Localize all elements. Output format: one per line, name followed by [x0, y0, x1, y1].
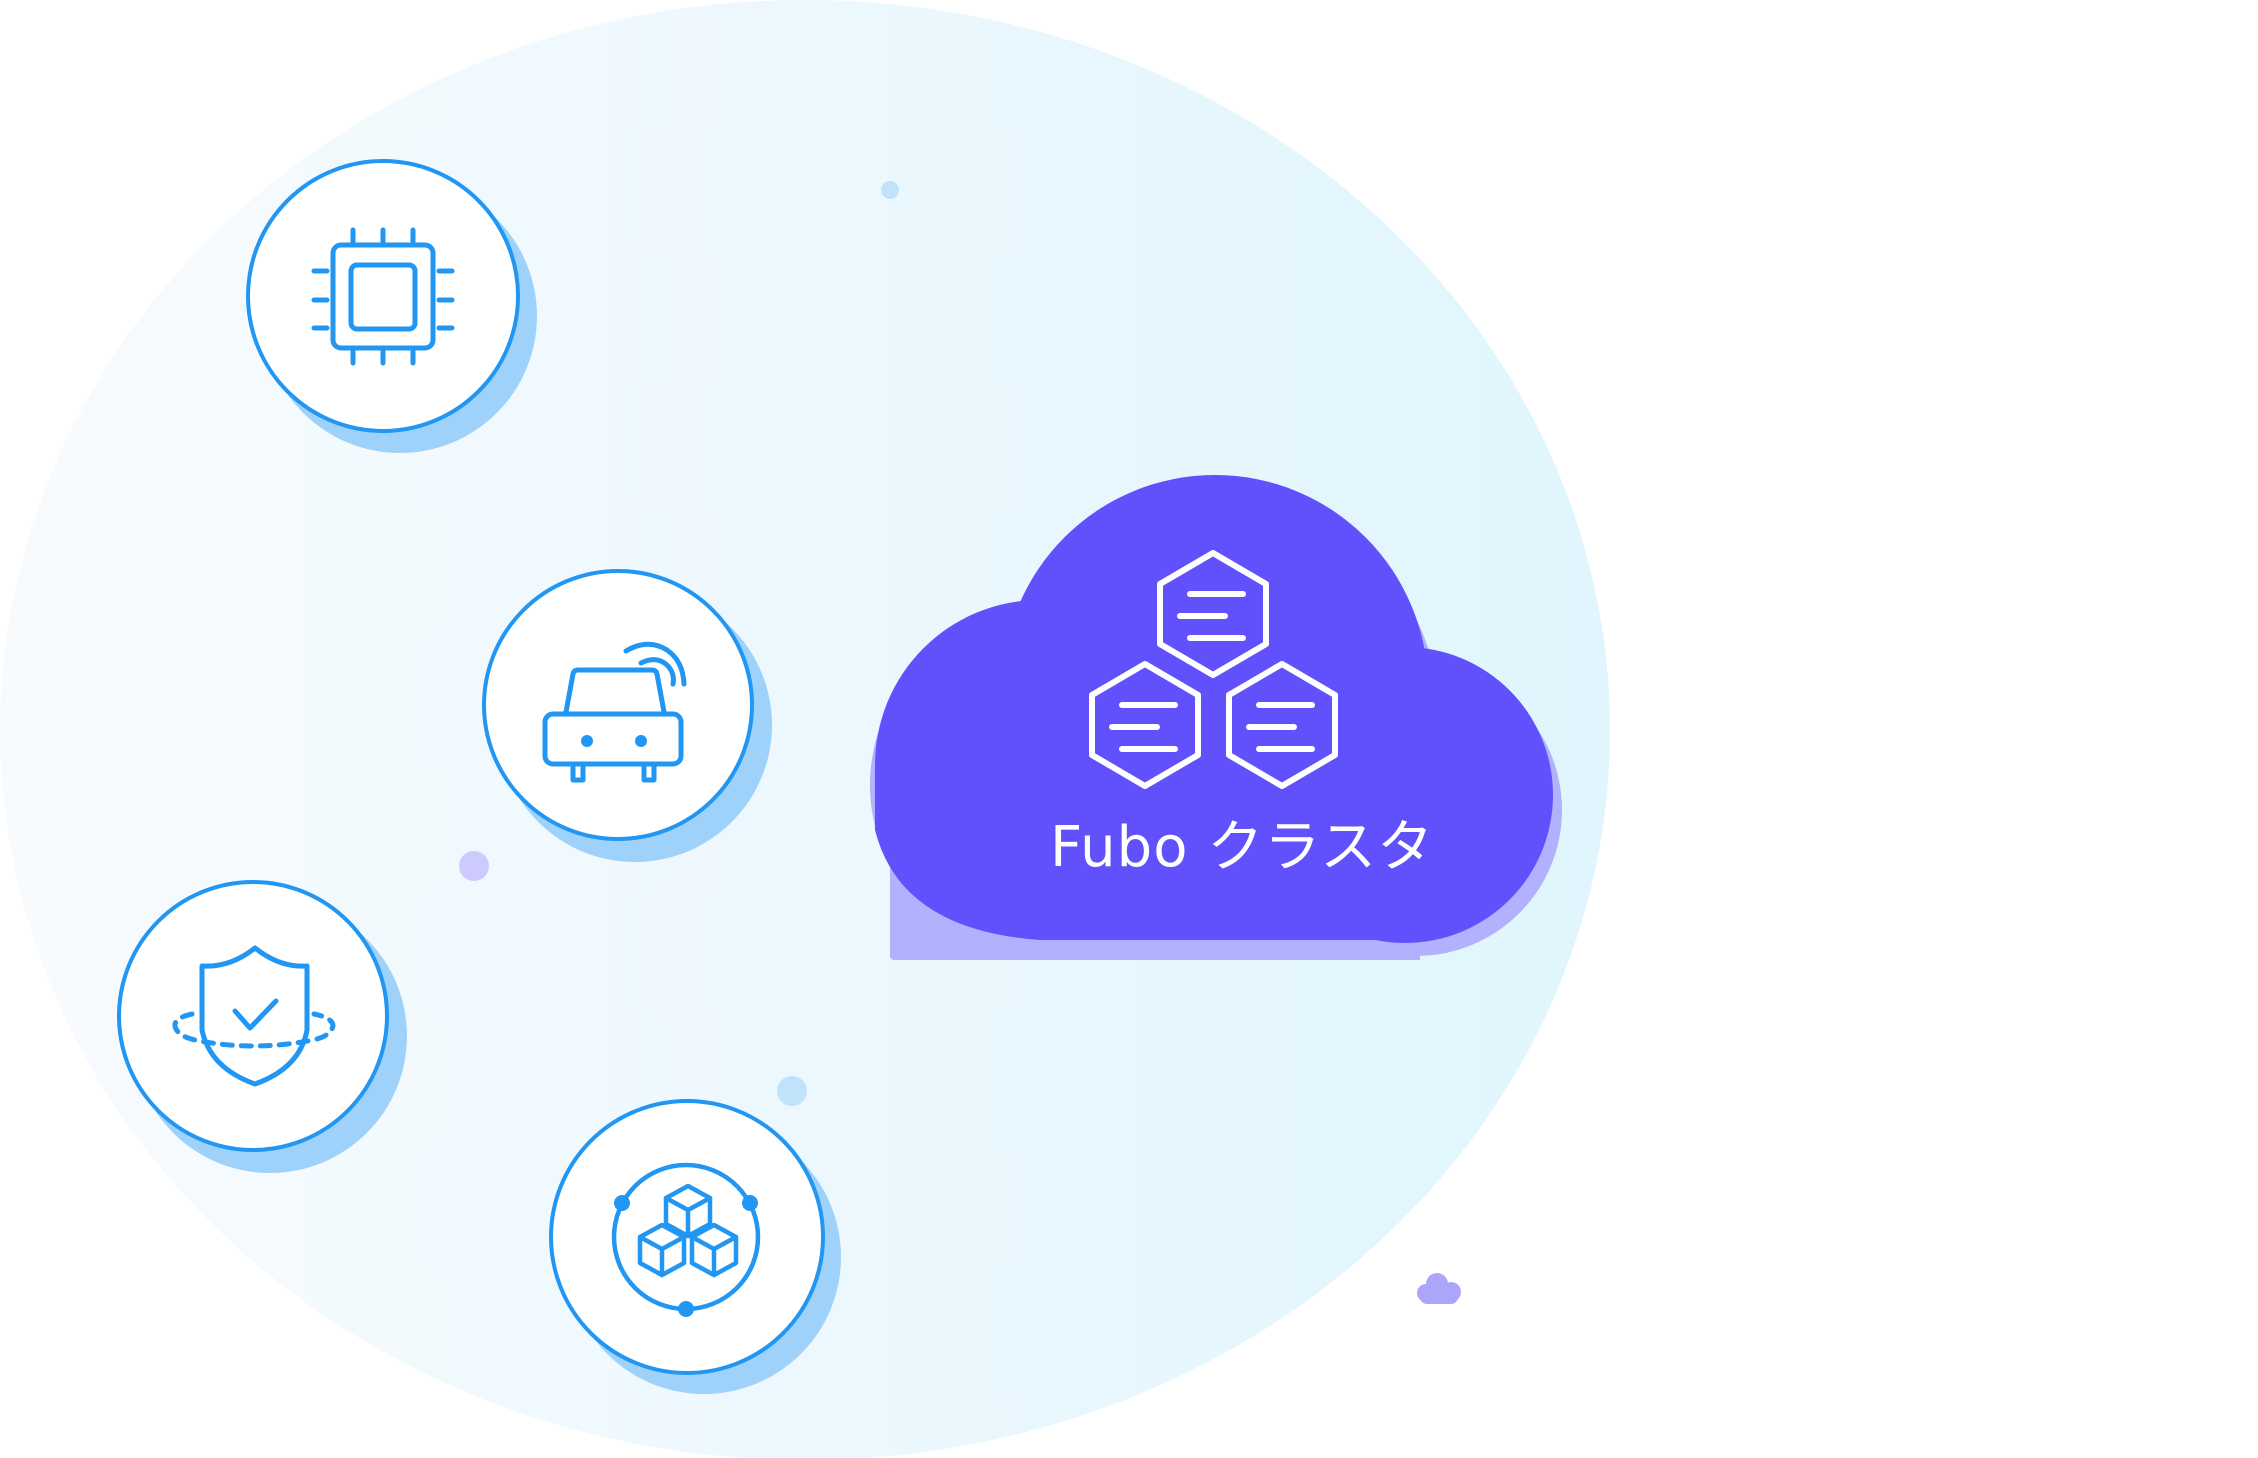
chip-icon: [311, 227, 455, 366]
node-chip: [246, 159, 537, 453]
node-circle: [246, 159, 520, 433]
car-headlight: [635, 735, 647, 747]
decor-dot: [459, 851, 489, 881]
cluster-cloud: [870, 475, 1562, 960]
car-headlight: [581, 735, 593, 747]
node-circle: [117, 880, 389, 1152]
network-node: [614, 1195, 630, 1211]
decor-dot: [881, 181, 899, 199]
node-blocks: [549, 1099, 841, 1394]
decor-dot: [777, 1076, 807, 1106]
node-circle: [482, 569, 754, 841]
network-node: [742, 1195, 758, 1211]
cluster-label: Fubo クラスタ: [1050, 815, 1435, 880]
network-node: [678, 1301, 694, 1317]
hexagon-servers-icon: [1089, 550, 1338, 789]
cloud-body: [875, 475, 1553, 943]
node-security: [117, 880, 407, 1173]
shield-check-icon: [172, 945, 336, 1087]
mini-cloud-icon: [1417, 1273, 1461, 1304]
node-vehicle: [482, 569, 772, 862]
connected-car-icon: [542, 641, 687, 783]
